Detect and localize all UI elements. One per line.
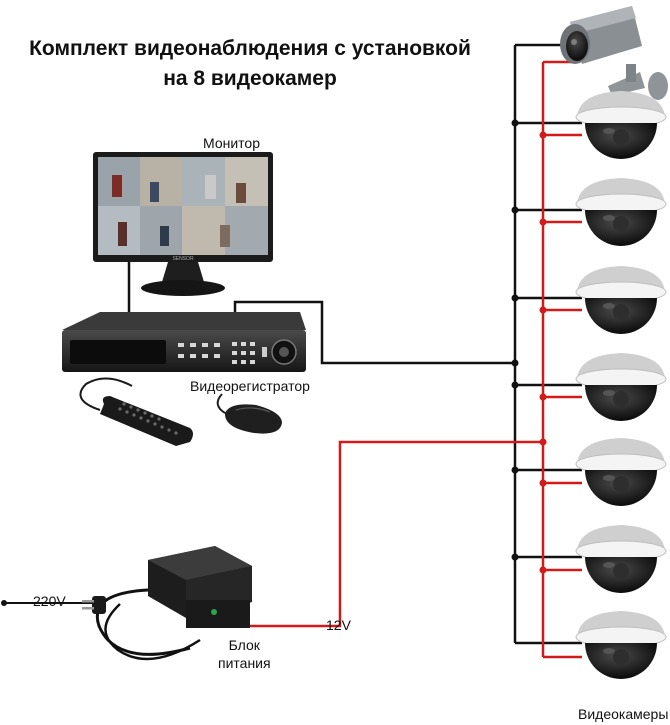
video-bus-junctions: [511, 119, 519, 561]
video-bus: [127, 43, 582, 645]
dome-camera: [575, 178, 667, 246]
remote-control: [79, 377, 193, 446]
power-supply-label-line-2: питания: [218, 655, 271, 671]
mains-voltage-label: 220V: [33, 593, 66, 609]
power-supply-label-line-1: Блок: [228, 637, 260, 653]
monitor: SENSOR: [93, 152, 273, 296]
power-supply: [82, 546, 252, 661]
monitor-screen-tiles: [98, 157, 268, 255]
svg-text:SENSOR: SENSOR: [172, 256, 194, 262]
title-line-2: на 8 видеокамер: [163, 67, 337, 90]
dome-camera: [575, 91, 667, 159]
cameras-label: Видеокамеры: [578, 706, 669, 722]
power-bus-junctions: [539, 131, 547, 574]
power-supply-label: Блок питания: [218, 636, 271, 672]
mains-line: [1, 600, 100, 606]
page-title: Комплект видеонаблюдения с установкой на…: [0, 34, 500, 94]
output-voltage-label: 12V: [326, 617, 351, 633]
mouse: [216, 393, 282, 434]
dome-camera: [575, 266, 667, 334]
dvr-label: Видеорегистратор: [190, 378, 310, 394]
dome-camera: [575, 611, 667, 679]
dome-camera: [575, 525, 667, 593]
title-line-1: Комплект видеонаблюдения с установкой: [29, 37, 471, 60]
bullet-camera: [560, 6, 668, 100]
dvr: [62, 312, 306, 372]
dome-camera: [575, 438, 667, 506]
dome-cameras: [575, 91, 667, 679]
monitor-label: Монитор: [203, 135, 260, 151]
power-bus: [250, 60, 582, 659]
dome-camera: [575, 353, 667, 421]
dvr-buttons: [178, 342, 255, 364]
